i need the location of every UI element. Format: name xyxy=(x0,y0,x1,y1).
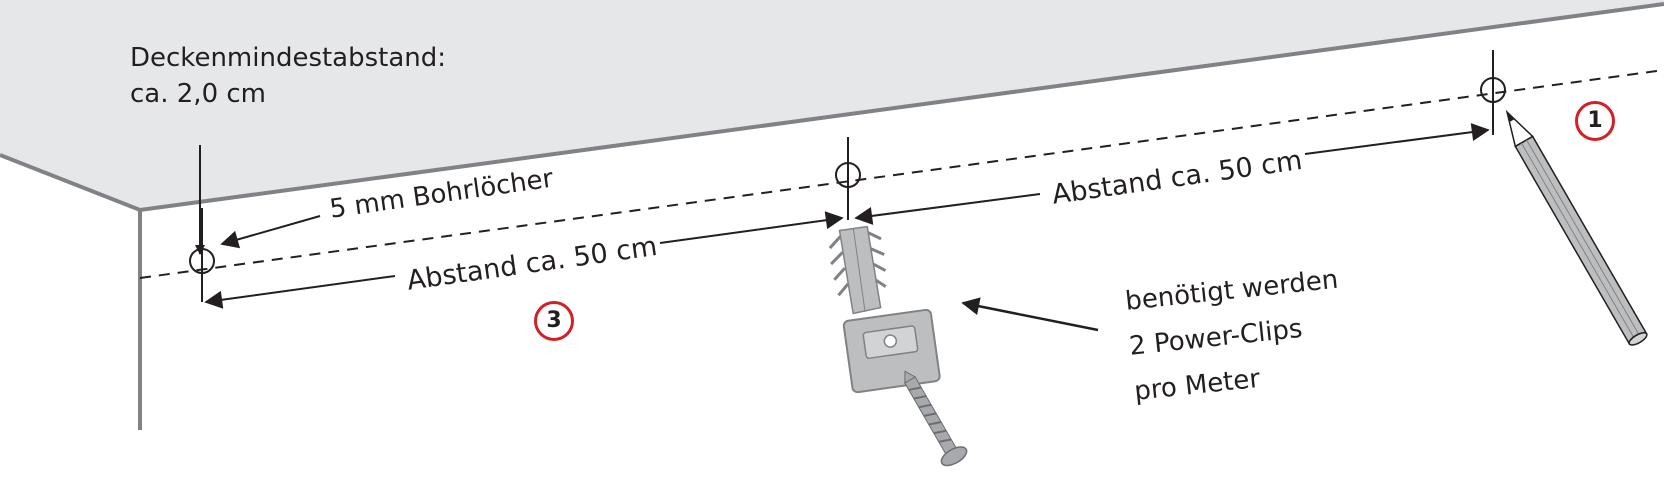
left-span-arrow-end xyxy=(659,211,844,244)
step-three-badge: 3 xyxy=(534,301,574,341)
power-clip-pointer xyxy=(961,297,1099,332)
drill-hole-right xyxy=(1480,50,1506,135)
right-span-arrow-end xyxy=(1304,123,1490,155)
drill-hole-left xyxy=(189,208,215,302)
power-clip-icon xyxy=(842,308,941,394)
ceiling-surface xyxy=(0,0,1664,210)
left-span-arrow-start xyxy=(204,275,396,309)
pencil-icon xyxy=(1505,109,1648,346)
screw-icon xyxy=(904,370,968,467)
drill-holes-pointer xyxy=(220,215,321,249)
ceiling-min-distance-value: ca. 2,0 cm xyxy=(130,79,266,109)
marking-line xyxy=(139,69,1664,279)
dowel-icon xyxy=(828,225,887,315)
right-span-arrow-start xyxy=(854,193,1041,225)
ceiling-min-distance-label: Deckenmindestabstand: xyxy=(130,43,447,73)
drill-hole-middle xyxy=(835,137,861,220)
step-one-badge: 1 xyxy=(1575,101,1615,141)
